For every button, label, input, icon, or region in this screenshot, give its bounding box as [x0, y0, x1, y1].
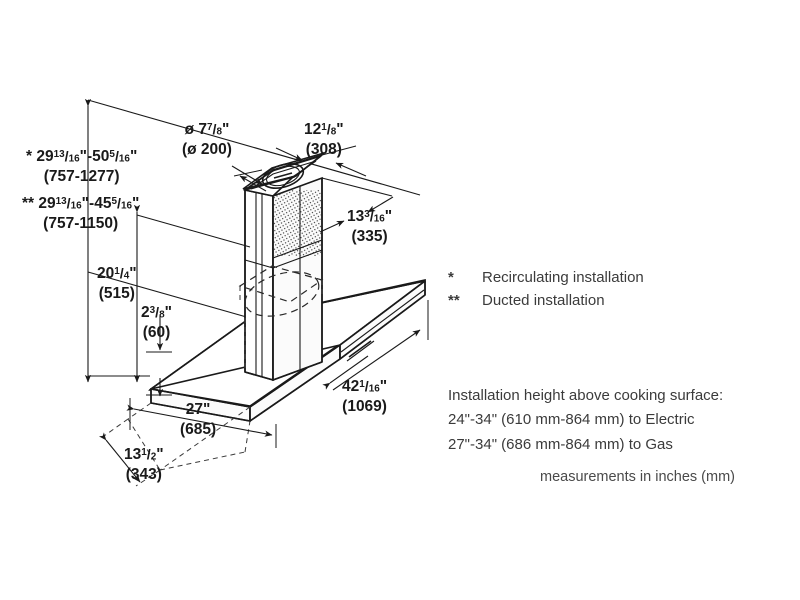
dimension-wall-offset — [98, 418, 161, 487]
dimension-label-chimney-height: 201/4" (515) — [97, 264, 137, 304]
dimension-label-chimney-width: 121/8" (308) — [304, 120, 344, 160]
chimney-depth-inches: 133/16" — [347, 208, 393, 225]
dimension-canopy-thickness — [146, 316, 172, 397]
dimension-chimney-height — [133, 204, 251, 383]
legend-item-ducted: ** Ducted installation — [448, 289, 644, 312]
installation-height-note: Installation height above cooking surfac… — [448, 384, 723, 457]
chimney-depth-metric: (335) — [351, 227, 388, 245]
canopy-thickness-inches: 23/8" — [141, 304, 172, 321]
chimney-height-metric: (515) — [98, 284, 135, 302]
dimension-duct-diameter — [231, 165, 267, 192]
duct-outlet-opening — [261, 163, 305, 189]
dimension-label-canopy-depth: 27" (685) — [180, 400, 216, 440]
installation-note-heading: Installation height above cooking surfac… — [448, 387, 724, 404]
legend-item-recirculating: * Recirculating installation — [448, 266, 644, 289]
wall-reference-line — [87, 271, 251, 319]
canopy-thickness-metric: (60) — [142, 323, 171, 341]
units-footnote: measurements in inches (mm) — [540, 469, 735, 485]
chimney-flue — [242, 152, 325, 382]
dimension-label-canopy-thickness: 23/8" (60) — [141, 303, 172, 343]
installation-note-electric: 24"-34" (610 mm-864 mm) to Electric — [448, 411, 695, 429]
installation-note-gas: 27"-34" (686 mm-864 mm) to Gas — [448, 435, 673, 453]
dimension-label-chimney-depth: 133/16" (335) — [347, 207, 392, 247]
dimension-chimney-width — [275, 145, 367, 177]
dimension-canopy-width — [322, 300, 429, 391]
canopy-width-inches: 421/16" — [342, 378, 388, 395]
hidden-duct-transition — [238, 265, 324, 317]
chimney-height-inches: 201/4" — [97, 265, 137, 282]
dimension-canopy-depth — [126, 398, 277, 448]
total-height-ducted-metric: (757-1150) — [43, 214, 119, 232]
wall-offset-metric: (343) — [125, 465, 162, 483]
legend-marker-recirculating: * — [448, 269, 454, 286]
duct-diameter-metric: (ø 200) — [182, 140, 232, 158]
total-height-recirculating-metric: (757-1277) — [43, 167, 120, 185]
chimney-width-metric: (308) — [305, 140, 342, 158]
legend-label-recirculating: Recirculating installation — [482, 269, 644, 286]
canopy-depth-inches: 27" — [185, 401, 211, 418]
dimension-label-duct-diameter: ø 77/8" (ø 200) — [182, 120, 232, 160]
legend-label-ducted: Ducted installation — [482, 292, 605, 310]
legend-marker-ducted: ** — [448, 292, 460, 310]
chimney-grille-vent — [273, 178, 322, 259]
dimension-label-canopy-width: 421/16" (1069) — [342, 377, 387, 417]
dimension-label-total-height-recirculating: * 2913/16"-505/16" (757-1277) — [26, 147, 137, 187]
canopy-width-metric: (1069) — [342, 397, 387, 415]
dimension-label-total-height-ducted: ** 2913/16"-455/16" (757-1150) — [22, 194, 139, 234]
canopy-depth-metric: (685) — [180, 420, 217, 438]
total-height-ducted-inches: ** 2913/16"-455/16" — [22, 195, 140, 212]
duct-diameter-inches: ø 77/8" — [184, 121, 230, 138]
hood-filter-slot — [340, 289, 425, 362]
ceiling-reference-line — [87, 99, 421, 196]
wall-offset-inches: 131/2" — [124, 446, 164, 463]
legend-block: * Recirculating installation ** Ducted i… — [448, 266, 644, 313]
dimension-label-wall-offset: 131/2" (343) — [124, 445, 164, 485]
chimney-width-inches: 121/8" — [304, 121, 344, 138]
dimension-chimney-depth — [319, 177, 394, 233]
total-height-recirculating-inches: * 2913/16"-505/16" — [26, 148, 138, 165]
